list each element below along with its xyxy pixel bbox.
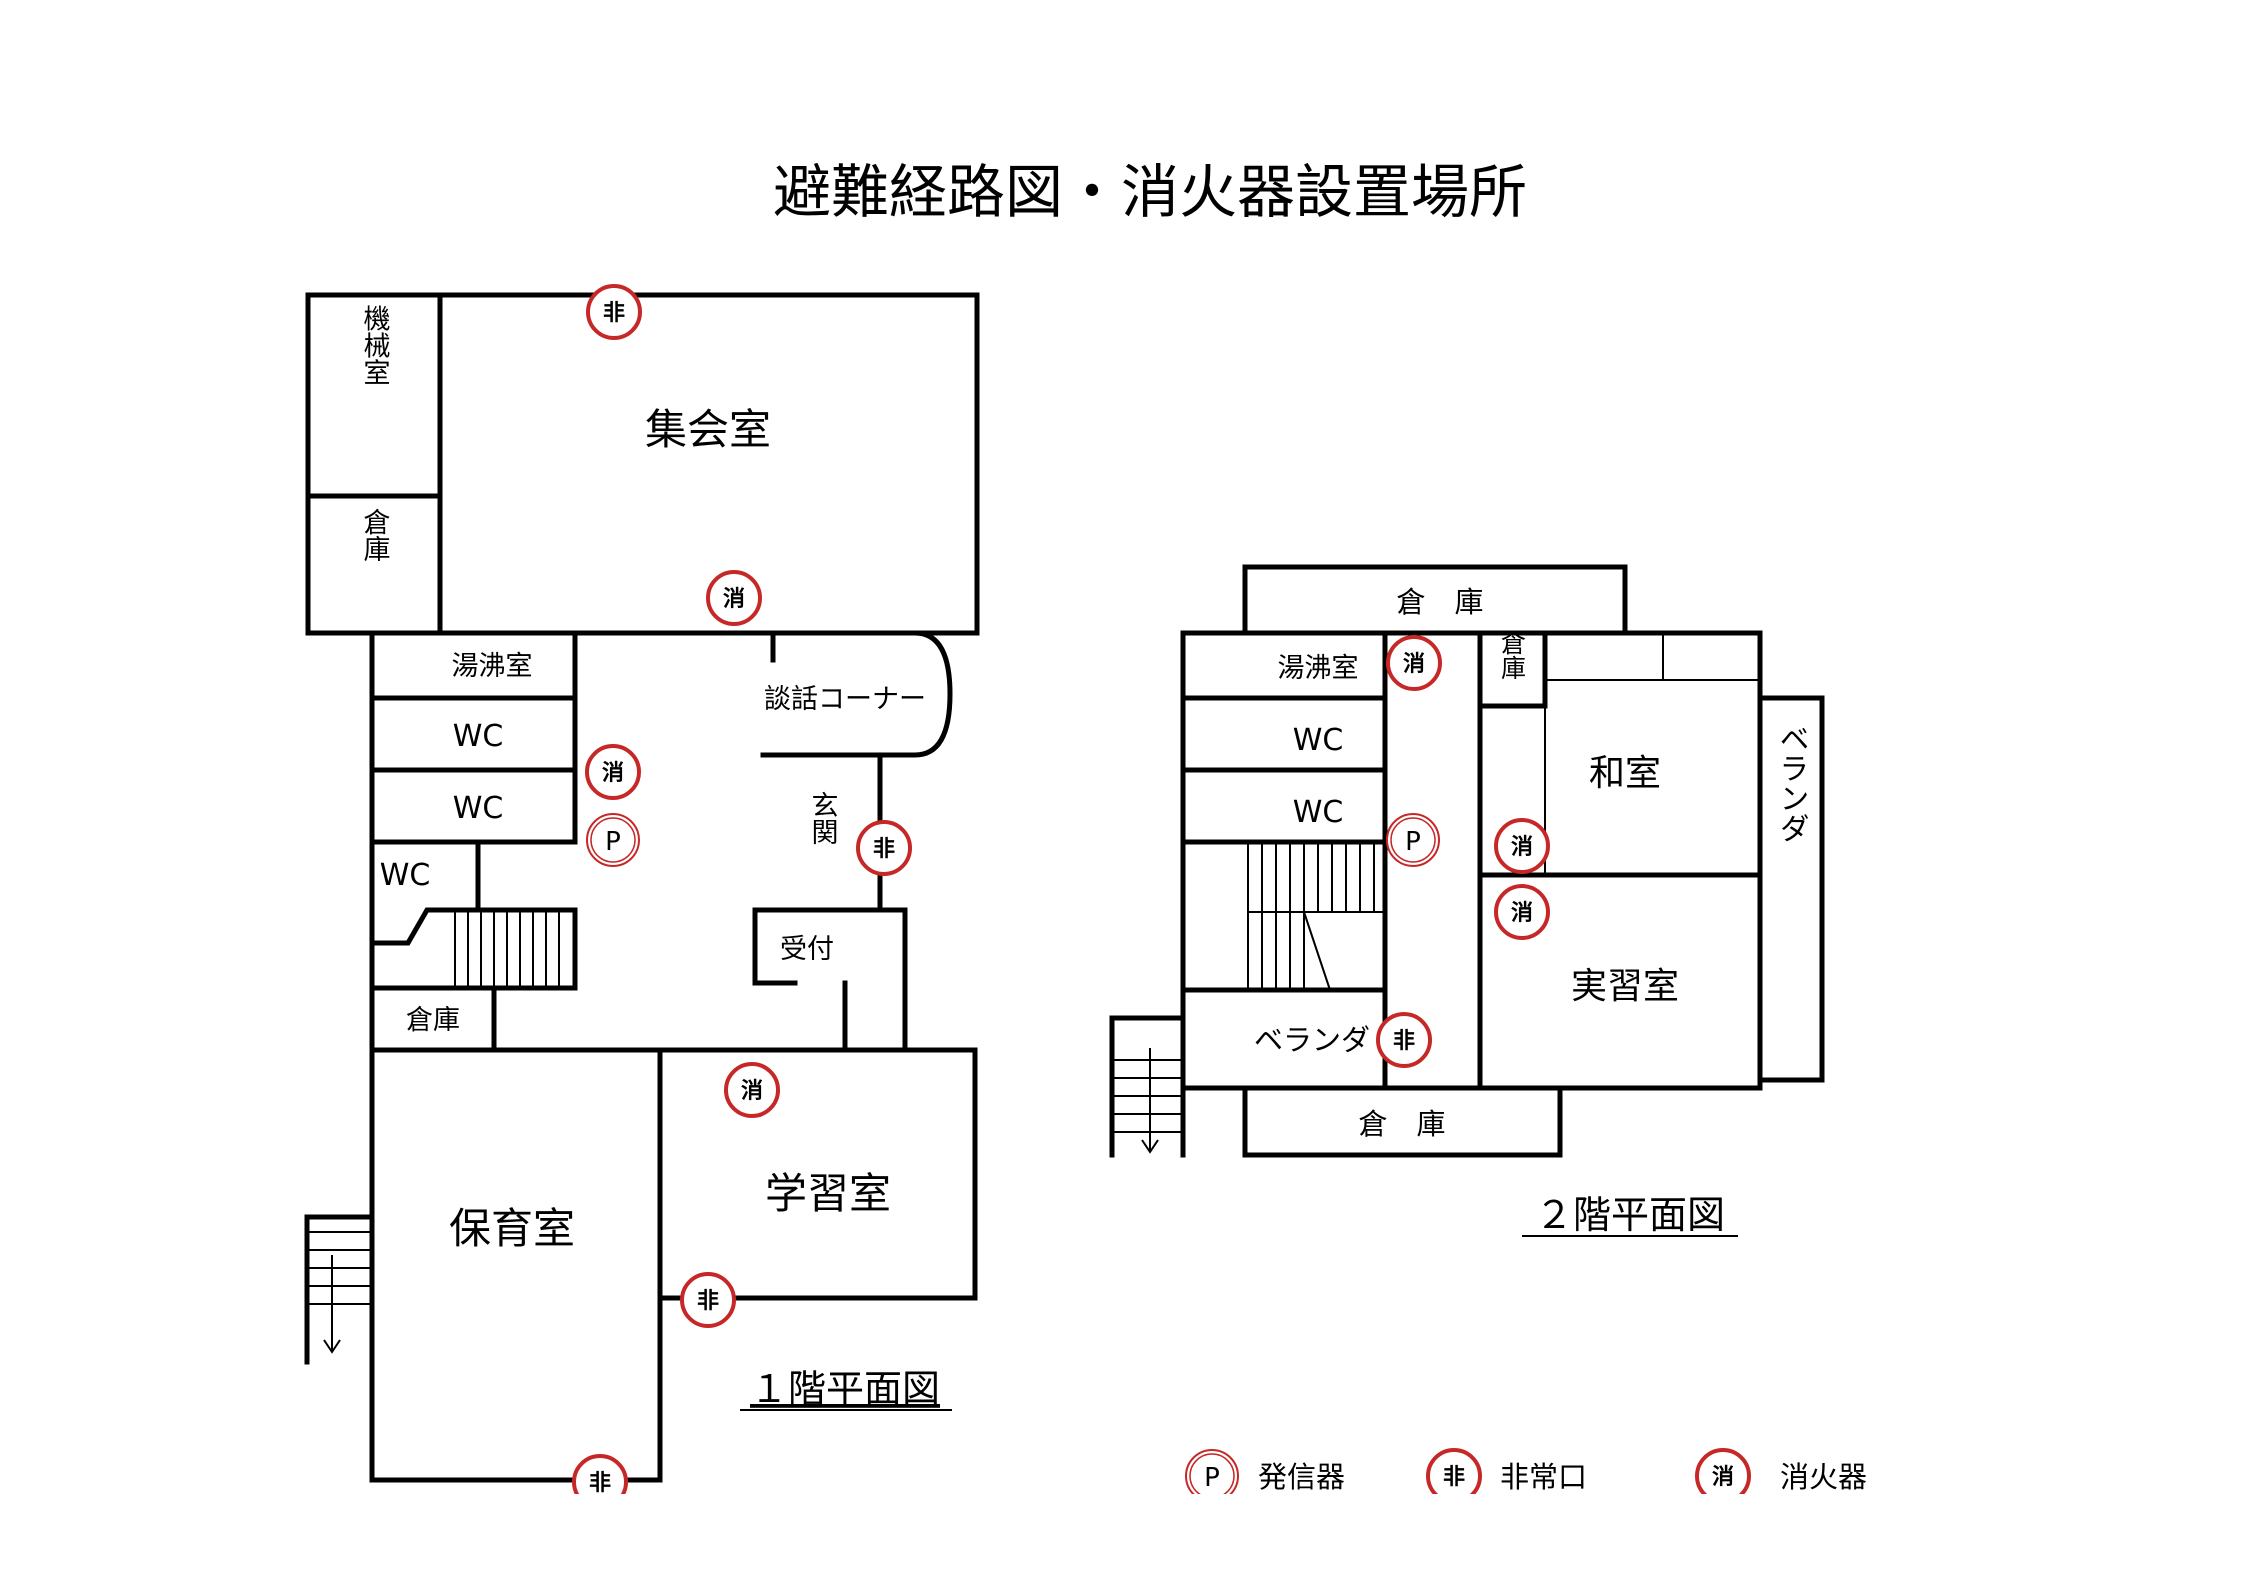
room-wc-1: WC [453, 719, 504, 754]
svg-text:P: P [1204, 1463, 1220, 1493]
room-wc-2: WC [453, 791, 504, 826]
f2-room-kitchenette: 湯沸室 [1278, 653, 1359, 684]
transmitter-marker: P [1386, 813, 1440, 867]
svg-text:P: P [605, 827, 621, 857]
room-entrance: 玄関 [807, 791, 838, 845]
page-title: 避難経路図・消火器設置場所 [773, 158, 1527, 226]
room-machine: 機械室 [359, 304, 391, 385]
svg-text:消: 消 [1511, 901, 1533, 926]
extinguisher-marker: 消 [724, 1062, 780, 1118]
exit-marker: 非 [1376, 1012, 1432, 1068]
f2-room-practice: 実習室 [1571, 966, 1679, 1007]
room-storage-left: 倉庫 [359, 508, 391, 562]
extinguisher-marker: 消 [1494, 818, 1550, 874]
f2-room-storage-bottom: 倉 庫 [1358, 1107, 1445, 1141]
svg-text:消: 消 [723, 587, 745, 612]
legend-transmitter: P 発信器 [1185, 1449, 1345, 1503]
extinguisher-marker: 消 [706, 570, 762, 626]
extinguisher-marker: 消 [1494, 884, 1550, 940]
svg-text:発信器: 発信器 [1258, 1460, 1345, 1494]
f2-room-japanese: 和室 [1589, 753, 1661, 794]
markers: 非 非 非 非 非 消 消 消 消 消 消 P P [572, 284, 1550, 1510]
stairs-floor2 [1247, 842, 1385, 991]
svg-text:消: 消 [1403, 652, 1425, 677]
svg-text:非: 非 [603, 301, 625, 326]
f2-room-wc-1: WC [1293, 723, 1344, 758]
exit-marker: 非 [586, 284, 642, 340]
room-storage-bottom: 倉庫 [406, 1005, 460, 1036]
svg-text:非常口: 非常口 [1500, 1460, 1587, 1494]
extinguisher-marker: 消 [585, 744, 641, 800]
stairs-floor1 [454, 910, 560, 988]
f2-room-veranda-left: ベランダ [1254, 1023, 1370, 1057]
svg-text:P: P [1405, 827, 1421, 857]
floor1-caption: １階平面図 [750, 1367, 940, 1411]
floor2-caption: ２階平面図 [1535, 1193, 1725, 1237]
f2-room-storage-small: 倉庫 [1498, 630, 1527, 680]
svg-text:消: 消 [1511, 835, 1533, 860]
svg-text:非: 非 [697, 1289, 719, 1314]
room-kitchenette: 湯沸室 [452, 651, 533, 682]
exit-marker: 非 [680, 1272, 736, 1328]
room-reception: 受付 [780, 934, 834, 965]
svg-text:消: 消 [1712, 1465, 1734, 1490]
room-wc-3: WC [380, 858, 431, 893]
f2-room-veranda-right: ベランダ [1774, 723, 1809, 843]
extinguisher-marker: 消 [1386, 635, 1442, 691]
room-lounge: 談話コーナー [764, 684, 926, 715]
svg-text:非: 非 [873, 837, 895, 862]
room-assembly: 集会室 [645, 405, 771, 454]
svg-text:非: 非 [589, 1471, 611, 1496]
floor-1: 機械室 倉庫 集会室 湯沸室 WC WC WC 倉庫 談話コーナー 玄関 受付 … [304, 292, 980, 1483]
floor-2: 倉 庫 湯沸室 WC WC 倉庫 和室 ベランダ 実習室 ベランダ 倉 庫 ２階… [1109, 564, 1825, 1237]
room-study: 学習室 [765, 1169, 891, 1218]
exit-marker: 非 [856, 820, 912, 876]
svg-text:非: 非 [1443, 1465, 1465, 1490]
transmitter-marker: P [586, 813, 640, 867]
svg-text:消火器: 消火器 [1780, 1460, 1867, 1494]
svg-text:消: 消 [602, 761, 624, 786]
room-nursery: 保育室 [449, 1204, 575, 1253]
svg-text:消: 消 [741, 1079, 763, 1104]
f2-room-storage-top: 倉 庫 [1396, 585, 1483, 619]
svg-text:非: 非 [1393, 1029, 1415, 1054]
f2-room-wc-2: WC [1293, 795, 1344, 830]
